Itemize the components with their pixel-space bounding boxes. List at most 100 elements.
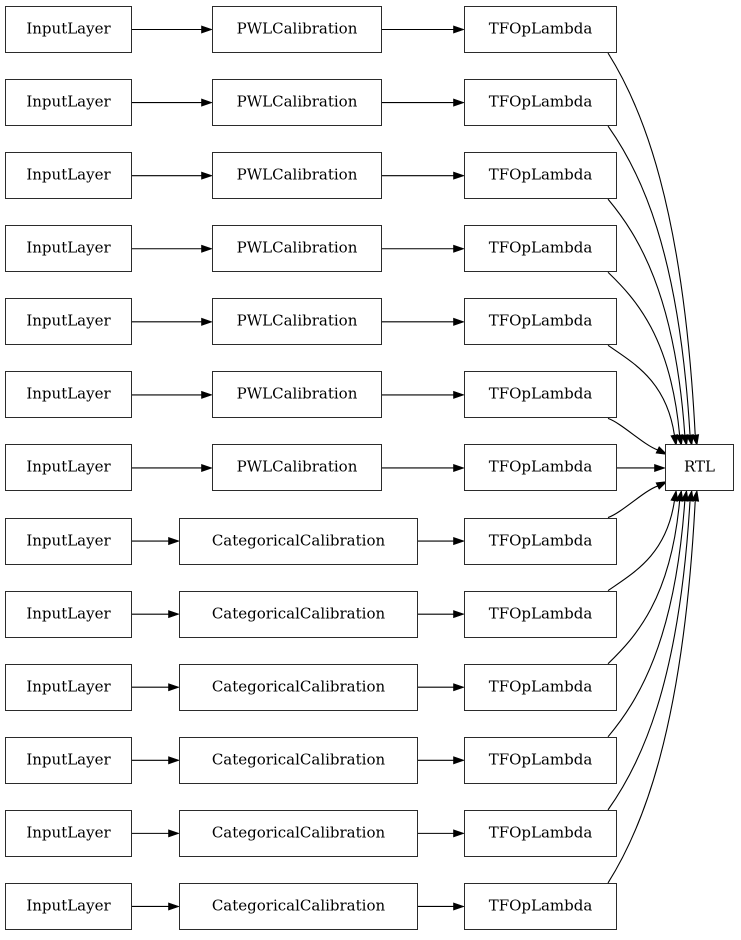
edge-calibration-to-lambda-8-head [453, 610, 465, 619]
node-label: PWLCalibration [236, 238, 358, 257]
node-input-layer-8[interactable]: InputLayer [5, 590, 132, 638]
node-tf-op-lambda-2[interactable]: TFOpLambda [464, 152, 617, 200]
node-label: PWLCalibration [236, 457, 358, 476]
edge-lambda-to-rtl-10-line [607, 500, 686, 738]
node-pwl-calibration-4[interactable]: PWLCalibration [212, 298, 382, 346]
node-label: InputLayer [26, 531, 111, 550]
node-label: InputLayer [26, 604, 111, 623]
node-tf-op-lambda-7[interactable]: TFOpLambda [464, 517, 617, 565]
node-tf-op-lambda-0[interactable]: TFOpLambda [464, 6, 617, 53]
node-tf-op-lambda-5[interactable]: TFOpLambda [464, 371, 617, 419]
edge-calibration-to-lambda-4-head [453, 317, 465, 326]
node-tf-op-lambda-9[interactable]: TFOpLambda [464, 663, 617, 711]
node-rtl-sink[interactable]: RTL [665, 444, 734, 492]
edge-input-to-calibration-7-head [168, 537, 180, 546]
node-input-layer-7[interactable]: InputLayer [5, 517, 132, 565]
node-tf-op-lambda-10[interactable]: TFOpLambda [464, 736, 617, 784]
edge-lambda-to-rtl-6-head [654, 463, 666, 472]
node-input-layer-10[interactable]: InputLayer [5, 736, 132, 784]
node-input-layer-3[interactable]: InputLayer [5, 225, 132, 273]
node-categorical-calibration-7[interactable]: CategoricalCalibration [179, 517, 418, 565]
node-label: TFOpLambda [488, 896, 593, 915]
edge-input-to-calibration-4-head [201, 317, 213, 326]
edge-input-to-calibration-5-head [201, 390, 213, 399]
edge-lambda-to-rtl-10-head [680, 489, 689, 502]
edge-input-to-calibration-11-head [168, 829, 180, 838]
node-label: TFOpLambda [488, 531, 593, 550]
node-pwl-calibration-3[interactable]: PWLCalibration [212, 225, 382, 273]
node-tf-op-lambda-6[interactable]: TFOpLambda [464, 444, 617, 492]
node-input-layer-9[interactable]: InputLayer [5, 663, 132, 711]
node-categorical-calibration-11[interactable]: CategoricalCalibration [179, 809, 418, 857]
edge-lambda-to-rtl-9-line [607, 500, 681, 665]
edge-lambda-to-rtl-2-line [607, 198, 686, 436]
node-label: InputLayer [26, 677, 111, 696]
node-input-layer-1[interactable]: InputLayer [5, 79, 132, 127]
edge-calibration-to-lambda-0-head [453, 25, 465, 34]
node-label: InputLayer [26, 750, 111, 769]
node-pwl-calibration-2[interactable]: PWLCalibration [212, 152, 382, 200]
node-input-layer-4[interactable]: InputLayer [5, 298, 132, 346]
node-tf-op-lambda-4[interactable]: TFOpLambda [464, 298, 617, 346]
node-label: TFOpLambda [488, 311, 593, 330]
edge-lambda-to-rtl-3-line [607, 271, 681, 436]
edge-input-to-calibration-12-head [168, 902, 180, 911]
node-tf-op-lambda-12[interactable]: TFOpLambda [464, 882, 617, 930]
edge-lambda-to-rtl-12-head [691, 489, 700, 502]
node-pwl-calibration-6[interactable]: PWLCalibration [212, 444, 382, 492]
edge-input-to-calibration-6-head [201, 463, 213, 472]
node-pwl-calibration-1[interactable]: PWLCalibration [212, 79, 382, 127]
node-label: CategoricalCalibration [211, 531, 386, 550]
node-label: PWLCalibration [236, 19, 358, 38]
node-pwl-calibration-0[interactable]: PWLCalibration [212, 6, 382, 53]
node-label: PWLCalibration [236, 165, 358, 184]
edge-lambda-to-rtl-11-line [607, 500, 691, 811]
edge-input-to-calibration-3-head [201, 244, 213, 253]
edge-calibration-to-lambda-2-head [453, 171, 465, 180]
node-label: PWLCalibration [236, 311, 358, 330]
node-categorical-calibration-10[interactable]: CategoricalCalibration [179, 736, 418, 784]
node-categorical-calibration-9[interactable]: CategoricalCalibration [179, 663, 418, 711]
node-label: TFOpLambda [488, 457, 593, 476]
edge-input-to-calibration-1-head [201, 98, 213, 107]
node-categorical-calibration-8[interactable]: CategoricalCalibration [179, 590, 418, 638]
node-label: CategoricalCalibration [211, 823, 386, 842]
edge-lambda-to-rtl-0-line [607, 52, 696, 436]
edge-lambda-to-rtl-8-head [670, 489, 679, 502]
node-categorical-calibration-12[interactable]: CategoricalCalibration [179, 882, 418, 930]
node-label: InputLayer [26, 238, 111, 257]
edge-calibration-to-lambda-10-head [453, 756, 465, 765]
node-label: TFOpLambda [488, 384, 593, 403]
node-label: RTL [684, 457, 715, 476]
node-label: PWLCalibration [236, 92, 358, 111]
node-label: InputLayer [26, 457, 111, 476]
edge-lambda-to-rtl-11-head [686, 489, 694, 502]
node-tf-op-lambda-3[interactable]: TFOpLambda [464, 225, 617, 273]
node-input-layer-6[interactable]: InputLayer [5, 444, 132, 492]
edge-input-to-calibration-10-head [168, 756, 180, 765]
edge-lambda-to-rtl-9-head [675, 489, 684, 502]
node-input-layer-12[interactable]: InputLayer [5, 882, 132, 930]
node-label: InputLayer [26, 19, 111, 38]
node-input-layer-5[interactable]: InputLayer [5, 371, 132, 419]
node-pwl-calibration-5[interactable]: PWLCalibration [212, 371, 382, 419]
node-label: TFOpLambda [488, 19, 593, 38]
node-label: CategoricalCalibration [211, 750, 386, 769]
edge-input-to-calibration-0-head [201, 25, 213, 34]
edge-calibration-to-lambda-5-head [453, 390, 465, 399]
node-label: CategoricalCalibration [211, 896, 386, 915]
node-input-layer-11[interactable]: InputLayer [5, 809, 132, 857]
node-input-layer-2[interactable]: InputLayer [5, 152, 132, 200]
node-tf-op-lambda-11[interactable]: TFOpLambda [464, 809, 617, 857]
node-label: CategoricalCalibration [211, 604, 386, 623]
edge-calibration-to-lambda-12-head [453, 902, 465, 911]
node-label: TFOpLambda [488, 823, 593, 842]
edge-input-to-calibration-8-head [168, 610, 180, 619]
node-input-layer-0[interactable]: InputLayer [5, 6, 132, 53]
edge-lambda-to-rtl-1-line [607, 125, 691, 436]
node-tf-op-lambda-8[interactable]: TFOpLambda [464, 590, 617, 638]
edge-input-to-calibration-2-head [201, 171, 213, 180]
node-label: InputLayer [26, 384, 111, 403]
node-tf-op-lambda-1[interactable]: TFOpLambda [464, 79, 617, 127]
